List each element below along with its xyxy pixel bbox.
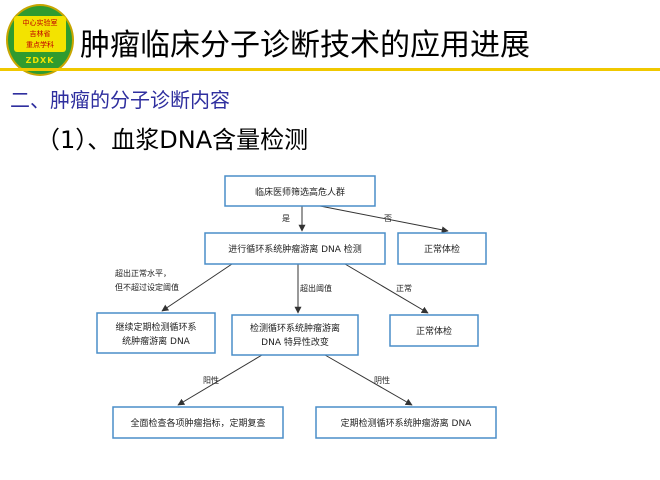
node-periodic: 定期检测循环系统肿瘤游离 DNA xyxy=(315,406,497,439)
node-normal1: 正常体检 xyxy=(397,232,487,265)
logo-text-3: 重点学科 xyxy=(26,41,54,49)
node-detect-label: 进行循环系统肿瘤游离 DNA 检测 xyxy=(228,243,362,255)
node-fullcheck-label: 全面检查各项肿瘤指标，定期复查 xyxy=(130,417,265,429)
edge-label-over-threshold: 超出阈值 xyxy=(300,283,332,293)
node-monitor: 继续定期检测循环系 统肿瘤游离 DNA xyxy=(96,312,216,354)
node-monitor-line1: 继续定期检测循环系 xyxy=(115,321,196,333)
node-specific-line2: DNA 特异性改变 xyxy=(261,336,329,348)
edge-screen-normal xyxy=(319,205,449,234)
title-divider xyxy=(0,68,660,71)
edge-label-negative: 阴性 xyxy=(374,375,390,385)
edge-label-yes: 是 xyxy=(282,214,290,223)
section-subtitle: 二、肿瘤的分子诊断内容 xyxy=(10,88,230,112)
edge-label-no: 否 xyxy=(384,214,392,223)
logo-text-1: 中心实验室 xyxy=(22,19,58,27)
lab-logo: 中心实验室 吉林省 重点学科 ZDXK xyxy=(6,4,74,76)
edge-specific-periodic xyxy=(324,354,413,406)
node-screen-label: 临床医师筛选高危人群 xyxy=(255,186,345,198)
logo-text-2: 吉林省 xyxy=(29,30,51,38)
edge-label-positive: 阳性 xyxy=(203,375,219,385)
edge-label-over-normal-1: 超出正常水平， xyxy=(115,268,171,278)
node-specific: 检测循环系统肿瘤游离 DNA 特异性改变 xyxy=(231,314,359,356)
node-normal2-label: 正常体检 xyxy=(416,325,452,337)
slide-title: 肿瘤临床分子诊断技术的应用进展 xyxy=(80,28,530,63)
edge-label-over-normal-2: 但不超过设定阈值 xyxy=(115,282,179,292)
node-monitor-line2: 统肿瘤游离 DNA xyxy=(122,335,191,347)
bullet-point: （1）、血浆DNA含量检测 xyxy=(36,126,309,154)
logo-plate xyxy=(14,16,66,52)
edge-detect-monitor xyxy=(161,263,233,312)
edge-detect-normal2 xyxy=(344,263,429,314)
node-detect: 进行循环系统肿瘤游离 DNA 检测 xyxy=(204,232,386,265)
edge-label-normal: 正常 xyxy=(396,284,412,293)
node-specific-line1: 检测循环系统肿瘤游离 xyxy=(250,322,340,334)
node-screen: 临床医师筛选高危人群 xyxy=(224,175,376,207)
node-normal2: 正常体检 xyxy=(389,314,479,347)
logo-text-4: ZDXK xyxy=(25,56,55,65)
edge-specific-fullcheck xyxy=(177,354,263,406)
node-fullcheck: 全面检查各项肿瘤指标，定期复查 xyxy=(112,406,284,439)
node-normal1-label: 正常体检 xyxy=(424,243,460,255)
node-periodic-label: 定期检测循环系统肿瘤游离 DNA xyxy=(341,417,473,429)
